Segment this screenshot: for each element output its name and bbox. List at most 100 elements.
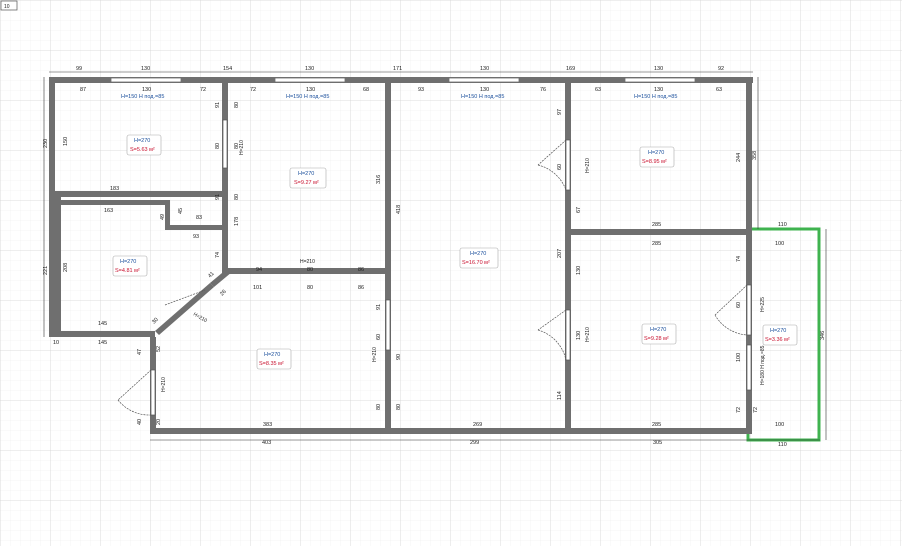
- svg-text:S=5.63 м²: S=5.63 м²: [130, 147, 155, 153]
- side-dimensions: 230 221 10 358 346: [43, 77, 827, 440]
- svg-text:52: 52: [156, 346, 162, 352]
- svg-text:285: 285: [652, 241, 661, 247]
- svg-text:60: 60: [557, 164, 563, 170]
- svg-text:S=16.70 м²: S=16.70 м²: [462, 260, 490, 266]
- room-8-label: H=270 S=3.36 м²: [762, 324, 798, 346]
- svg-text:358: 358: [752, 151, 758, 160]
- svg-text:383: 383: [263, 422, 272, 428]
- svg-text:244: 244: [736, 153, 742, 162]
- svg-text:20: 20: [156, 419, 162, 425]
- door-label: H=210: [372, 347, 378, 362]
- svg-text:90: 90: [396, 354, 402, 360]
- svg-text:269: 269: [473, 422, 482, 428]
- room-7-label: H=270 S=9.28 м²: [641, 323, 677, 345]
- door-label: H=210: [239, 140, 245, 155]
- window-label: H=150 H под.=85: [121, 94, 164, 100]
- svg-text:230: 230: [43, 139, 49, 148]
- svg-text:130: 130: [305, 66, 314, 72]
- svg-text:110: 110: [778, 222, 787, 228]
- svg-text:H=270: H=270: [120, 259, 136, 265]
- svg-text:74: 74: [215, 252, 221, 258]
- svg-text:80: 80: [234, 102, 240, 108]
- svg-text:93: 93: [418, 87, 424, 93]
- room-5-label: H=270 S=4.81 м²: [112, 255, 148, 277]
- svg-text:163: 163: [104, 208, 113, 214]
- corner-label: 10: [4, 4, 10, 10]
- svg-text:285: 285: [652, 222, 661, 228]
- svg-text:60: 60: [736, 302, 742, 308]
- svg-text:145: 145: [98, 321, 107, 327]
- door-label: H=210: [585, 327, 591, 342]
- svg-text:63: 63: [716, 87, 722, 93]
- svg-text:208: 208: [63, 263, 69, 272]
- svg-text:H=270: H=270: [648, 150, 664, 156]
- door-label: H=225: [760, 297, 766, 312]
- svg-text:207: 207: [557, 249, 563, 258]
- svg-text:83: 83: [196, 215, 202, 221]
- svg-text:10: 10: [53, 340, 59, 346]
- svg-text:97: 97: [557, 109, 563, 115]
- svg-text:101: 101: [253, 285, 262, 291]
- corner-marker: [0, 0, 18, 11]
- room-4-label: H=270 S=8.95 м²: [639, 146, 675, 168]
- svg-text:418: 418: [396, 205, 402, 214]
- svg-text:H=270: H=270: [470, 251, 486, 257]
- door-label: H=210: [300, 259, 315, 265]
- balcony-door-label: H=180 H под.=85: [760, 345, 766, 385]
- svg-text:76: 76: [540, 87, 546, 93]
- door-label: H=210: [161, 377, 167, 392]
- svg-text:80: 80: [376, 404, 382, 410]
- svg-text:91: 91: [215, 102, 221, 108]
- svg-text:80: 80: [396, 404, 402, 410]
- svg-text:100: 100: [736, 353, 742, 362]
- svg-text:72: 72: [250, 87, 256, 93]
- svg-text:H=270: H=270: [770, 328, 786, 334]
- svg-text:130: 130: [654, 66, 663, 72]
- svg-text:91: 91: [215, 194, 221, 200]
- svg-text:S=8.95 м²: S=8.95 м²: [642, 159, 667, 165]
- window-labels: H=150 H под.=85 H=150 H под.=85 H=150 H …: [121, 94, 677, 100]
- svg-text:130: 130: [480, 87, 489, 93]
- svg-text:93: 93: [193, 234, 199, 240]
- svg-text:80: 80: [215, 143, 221, 149]
- svg-text:130: 130: [576, 266, 582, 275]
- svg-text:S=3.36 м²: S=3.36 м²: [765, 337, 790, 343]
- svg-text:49: 49: [160, 214, 166, 220]
- svg-text:91: 91: [376, 304, 382, 310]
- interior-dimensions: 150 183 163 49 45 83 93 208 145 145 91 8…: [63, 102, 787, 428]
- room-6-label: H=270 S=8.35 м²: [256, 348, 292, 370]
- svg-text:S=9.27 м²: S=9.27 м²: [294, 180, 319, 186]
- windows: [110, 77, 696, 83]
- svg-text:130: 130: [141, 66, 150, 72]
- doors: [117, 119, 752, 416]
- svg-text:183: 183: [110, 186, 119, 192]
- svg-text:100: 100: [775, 422, 784, 428]
- svg-text:S=9.28 м²: S=9.28 м²: [644, 336, 669, 342]
- svg-text:74: 74: [736, 256, 742, 262]
- svg-text:87: 87: [80, 87, 86, 93]
- svg-text:H=270: H=270: [134, 138, 150, 144]
- svg-text:114: 114: [557, 391, 563, 400]
- svg-text:130: 130: [142, 87, 151, 93]
- svg-text:41: 41: [207, 271, 216, 280]
- svg-text:130: 130: [576, 331, 582, 340]
- svg-text:80: 80: [234, 143, 240, 149]
- svg-text:S=8.35 м²: S=8.35 м²: [259, 361, 284, 367]
- svg-text:80: 80: [307, 285, 313, 291]
- svg-text:154: 154: [223, 66, 232, 72]
- svg-text:150: 150: [63, 137, 69, 146]
- door-label: H=210: [585, 158, 591, 173]
- svg-text:H=270: H=270: [298, 171, 314, 177]
- svg-text:169: 169: [566, 66, 575, 72]
- svg-text:99: 99: [76, 66, 82, 72]
- svg-text:68: 68: [363, 87, 369, 93]
- svg-text:72: 72: [200, 87, 206, 93]
- svg-text:60: 60: [376, 334, 382, 340]
- svg-text:178: 178: [234, 217, 240, 226]
- svg-text:299: 299: [470, 440, 479, 446]
- svg-text:72: 72: [736, 407, 742, 413]
- svg-text:171: 171: [393, 66, 402, 72]
- room-labels: H=270 S=5.63 м² H=270 S=9.27 м² H=270 S=…: [112, 134, 798, 370]
- svg-text:316: 316: [376, 175, 382, 184]
